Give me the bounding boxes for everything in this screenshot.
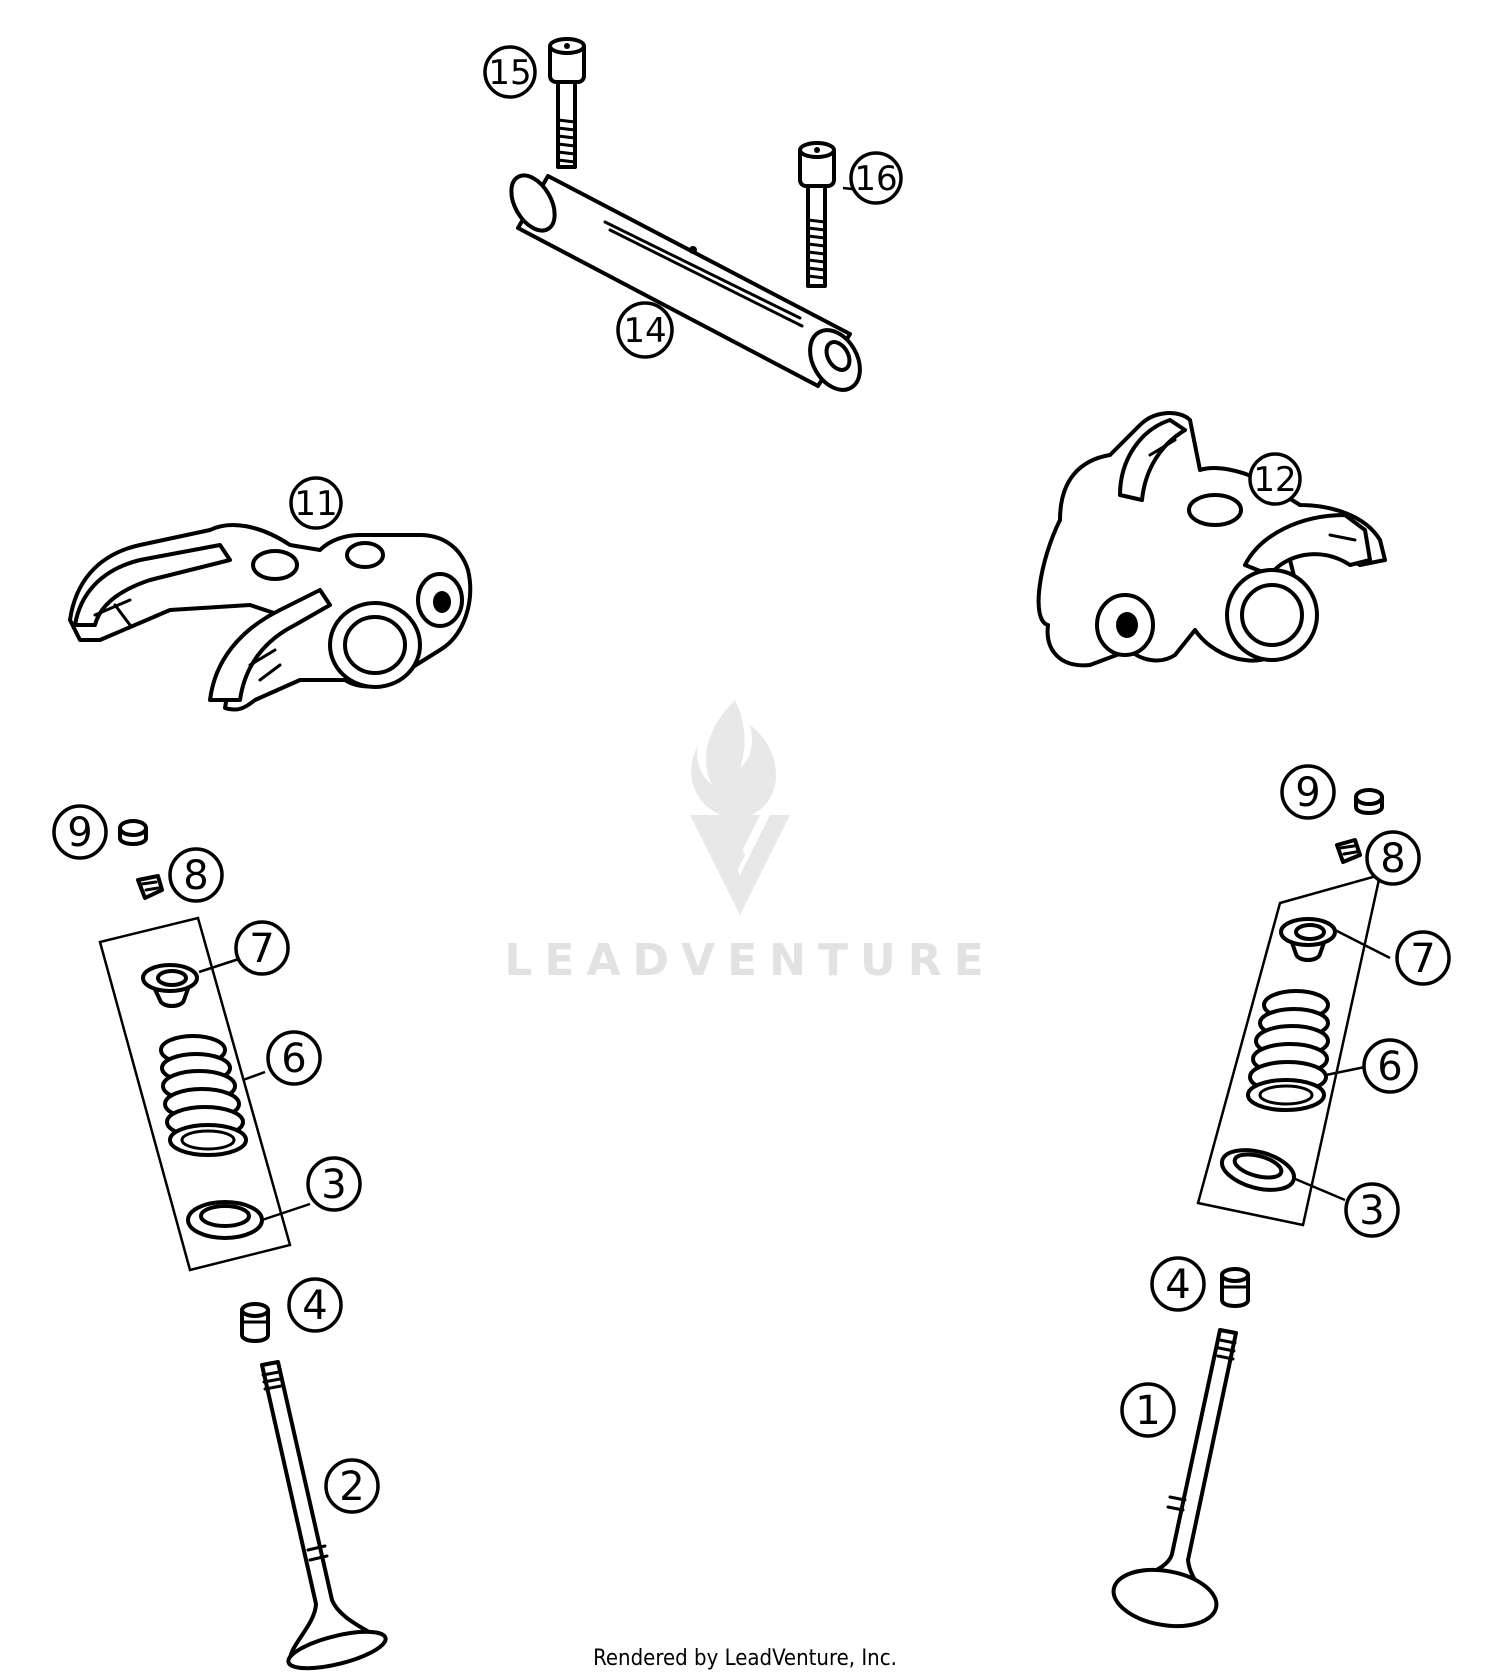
callout-1: 1 [1120, 1382, 1176, 1438]
valve-keeper-8-left [136, 874, 164, 900]
valve-stem-seal-4-right [1220, 1267, 1250, 1308]
svg-text:3: 3 [321, 1162, 346, 1208]
svg-text:6: 6 [281, 1036, 306, 1082]
svg-text:6: 6 [1377, 1044, 1402, 1090]
callout-2: 2 [324, 1458, 380, 1514]
spring-seat-3-right [1219, 1148, 1297, 1192]
callout-8-left: 8 [168, 847, 224, 903]
callout-7-right: 7 [1395, 930, 1451, 986]
callout-3-right: 3 [1344, 1182, 1400, 1238]
callout-14: 14 [616, 301, 674, 359]
group-box-right [1196, 873, 1382, 1227]
rocker-arm-12 [1036, 411, 1387, 668]
svg-text:11: 11 [294, 484, 337, 524]
svg-text:14: 14 [623, 311, 666, 351]
valve-spring-6-right [1246, 989, 1330, 1112]
svg-text:9: 9 [67, 810, 92, 856]
bolt-15 [548, 37, 586, 169]
svg-text:8: 8 [1380, 836, 1405, 882]
watermark-text: LEADVENTURE [504, 935, 995, 986]
callout-11: 11 [289, 476, 343, 530]
callout-6-right: 6 [1362, 1038, 1418, 1094]
callout-8-right: 8 [1365, 830, 1421, 886]
watermark: LEADVENTURE [504, 700, 995, 986]
valve-spring-6-left [159, 1034, 248, 1157]
rocker-shaft-14 [509, 173, 862, 392]
callout-15: 15 [483, 45, 537, 99]
spring-seat-3-left [186, 1200, 264, 1240]
svg-text:16: 16 [854, 159, 897, 199]
svg-text:12: 12 [1253, 460, 1296, 500]
valve-2 [260, 1360, 388, 1671]
valve-keeper-8-right [1335, 838, 1362, 864]
spring-retainer-7-left [141, 963, 199, 1008]
svg-text:15: 15 [488, 53, 531, 93]
callout-16: 16 [849, 151, 903, 205]
group-box-left [98, 916, 292, 1272]
valve-1 [1111, 1328, 1238, 1629]
svg-text:4: 4 [302, 1283, 327, 1329]
valve-shim-9-left [118, 819, 148, 846]
callout-7-left: 7 [234, 920, 290, 976]
callout-3-left: 3 [306, 1156, 362, 1212]
svg-text:7: 7 [1410, 936, 1435, 982]
svg-text:4: 4 [1165, 1262, 1190, 1308]
callout-6-left: 6 [266, 1030, 322, 1086]
rocker-arm-11 [68, 523, 473, 712]
svg-text:8: 8 [183, 853, 208, 899]
spring-retainer-7-right [1279, 917, 1337, 962]
callout-9-left: 9 [52, 804, 108, 860]
svg-text:3: 3 [1359, 1188, 1384, 1234]
svg-text:9: 9 [1295, 770, 1320, 816]
callout-4-right: 4 [1150, 1256, 1206, 1312]
footer-credit: Rendered by LeadVenture, Inc. [593, 1646, 897, 1671]
callout-12: 12 [1248, 452, 1302, 506]
svg-text:2: 2 [339, 1464, 364, 1510]
svg-text:7: 7 [249, 926, 274, 972]
flame-v-logo-icon [690, 700, 790, 915]
callout-9-right: 9 [1280, 764, 1336, 820]
valve-stem-seal-4-left [240, 1302, 270, 1343]
svg-text:1: 1 [1135, 1388, 1160, 1434]
callout-4-left: 4 [287, 1277, 343, 1333]
valve-shim-9-right [1354, 788, 1384, 815]
bolt-16 [798, 141, 836, 288]
